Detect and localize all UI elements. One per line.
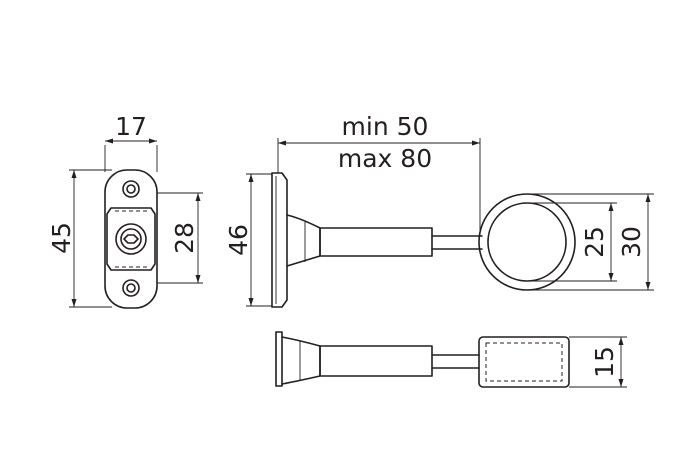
stem-base-top [281, 336, 321, 385]
stem-tube-top [319, 345, 433, 377]
dimension-plate-width: 17 [104, 112, 158, 172]
dimension-ring-inner: 25 [527, 202, 617, 282]
dim-label-slot-height: 28 [170, 222, 199, 254]
plate-outline [104, 169, 158, 309]
dimension-cap-height: 15 [569, 336, 627, 388]
stem-base [286, 214, 321, 267]
flange [271, 172, 288, 308]
flange-top [275, 331, 283, 387]
dim-label-plate-height: 45 [47, 222, 76, 254]
dim-label-reach-min: min 50 [342, 112, 429, 141]
dim-label-plate-width: 17 [115, 112, 147, 141]
dim-label-cap-height: 15 [590, 346, 619, 378]
dimension-flange-height: 46 [224, 173, 272, 307]
dimension-plate-height: 45 [47, 169, 112, 308]
bottom-screw-hole [122, 279, 140, 297]
ring-outer [478, 193, 576, 291]
center-slot [106, 207, 156, 271]
dimension-reach: min 50 max 80 [277, 112, 481, 236]
end-cap [478, 336, 570, 388]
dimension-ring-outer: 30 [527, 193, 654, 291]
dim-label-reach-max: max 80 [338, 144, 432, 173]
holder-top-view [275, 331, 570, 388]
dimension-slot-height: 28 [157, 192, 203, 284]
holder-side-view [271, 172, 576, 308]
mounting-plate-front-view [104, 169, 158, 309]
ring-inner [487, 202, 567, 282]
top-screw-hole [122, 180, 140, 198]
dim-label-flange-height: 46 [224, 224, 253, 256]
dim-label-ring-outer: 30 [617, 226, 646, 258]
dim-label-ring-inner: 25 [580, 226, 609, 258]
center-boss [115, 223, 147, 255]
stem-tube [319, 227, 433, 257]
